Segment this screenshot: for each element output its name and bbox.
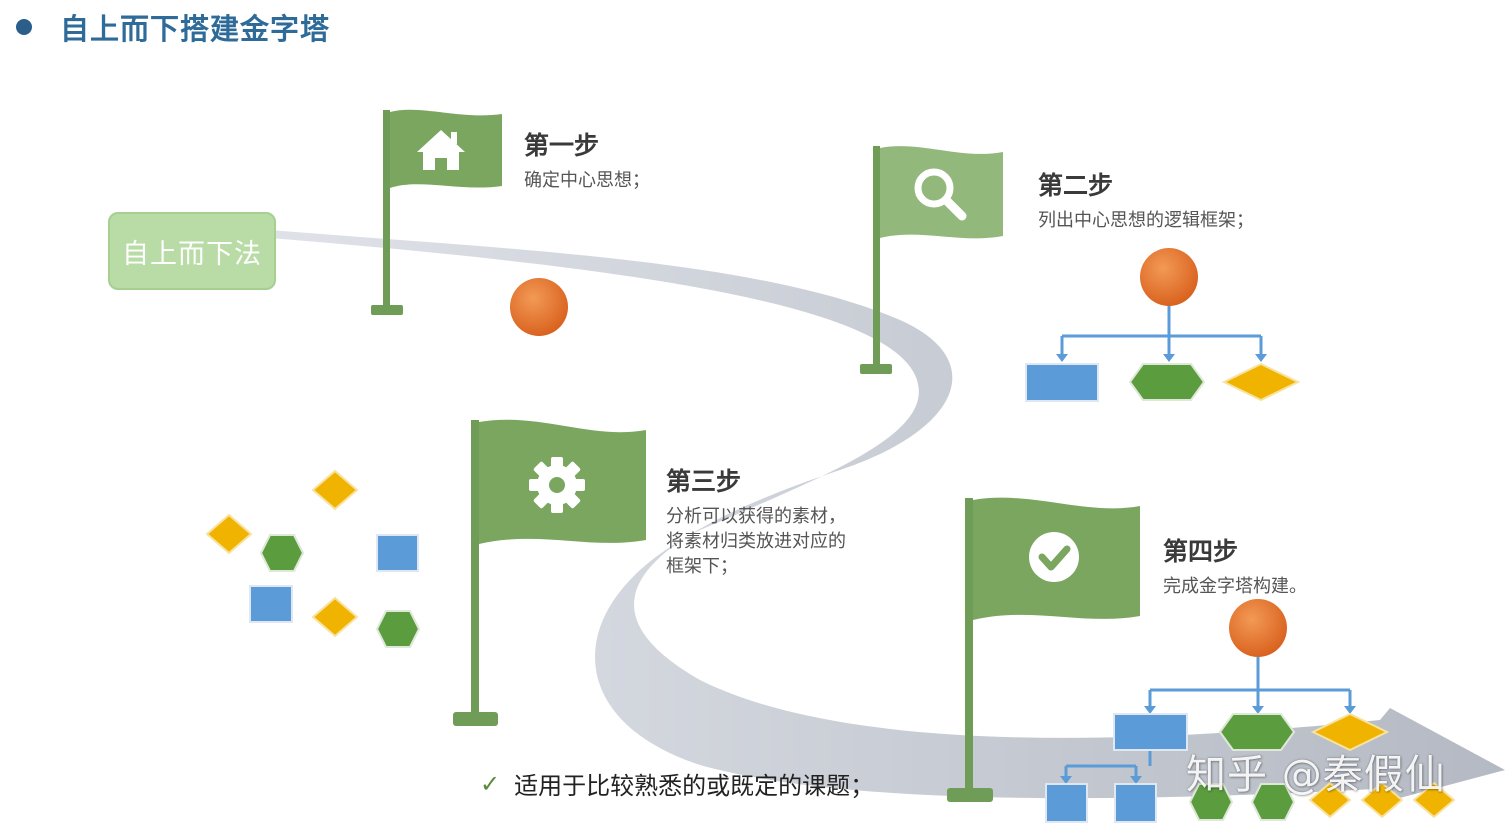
method-label: 自上而下法 [122,238,262,270]
step-4-title: 第四步 [1163,537,1239,566]
center-idea-ball [510,278,568,336]
method-label-box: 自上而下法 [108,212,276,290]
winding-road [270,230,1505,802]
home-icon [417,130,465,170]
step-2-text: 第二步 列出中心思想的逻辑框架； [1038,166,1254,233]
step-1-title: 第一步 [524,131,600,160]
step-3-title: 第三步 [666,467,742,496]
flag-step-3 [453,419,646,726]
step-3-text: 第三步 分析可以获得的素材， 将素材归类放进对应的 框架下； [666,462,846,579]
usage-note: ✓ 适用于比较熟悉的或既定的课题； [480,766,874,801]
search-icon [914,168,967,221]
usage-note-text: 适用于比较熟悉的或既定的课题； [514,772,875,800]
page-title: 自上而下搭建金字塔 [60,12,331,46]
step-1-text: 第一步 确定中心思想； [524,126,650,193]
checkmark-icon: ✓ [480,769,501,798]
check-icon [1029,532,1079,582]
framework-tree [1025,248,1301,402]
bullet-dot-icon [16,19,32,35]
flag-step-1 [371,109,502,315]
step-4-desc: 完成金字塔构建。 [1163,576,1307,597]
flag-step-2 [860,146,1003,374]
step-2-desc: 列出中心思想的逻辑框架； [1038,210,1254,231]
pyramid-tree [1045,599,1456,823]
step-1-desc: 确定中心思想； [524,170,650,191]
gear-icon [529,457,585,513]
scattered-material [205,469,421,648]
flag-step-4 [947,497,1140,802]
step-3-desc: 分析可以获得的素材， 将素材归类放进对应的 框架下； [666,506,846,577]
watermark: 知乎 @秦假仙 [1186,752,1446,798]
step-2-title: 第二步 [1038,171,1114,200]
page-title-row: 自上而下搭建金字塔 [16,6,330,48]
step-4-text: 第四步 完成金字塔构建。 [1163,532,1307,599]
